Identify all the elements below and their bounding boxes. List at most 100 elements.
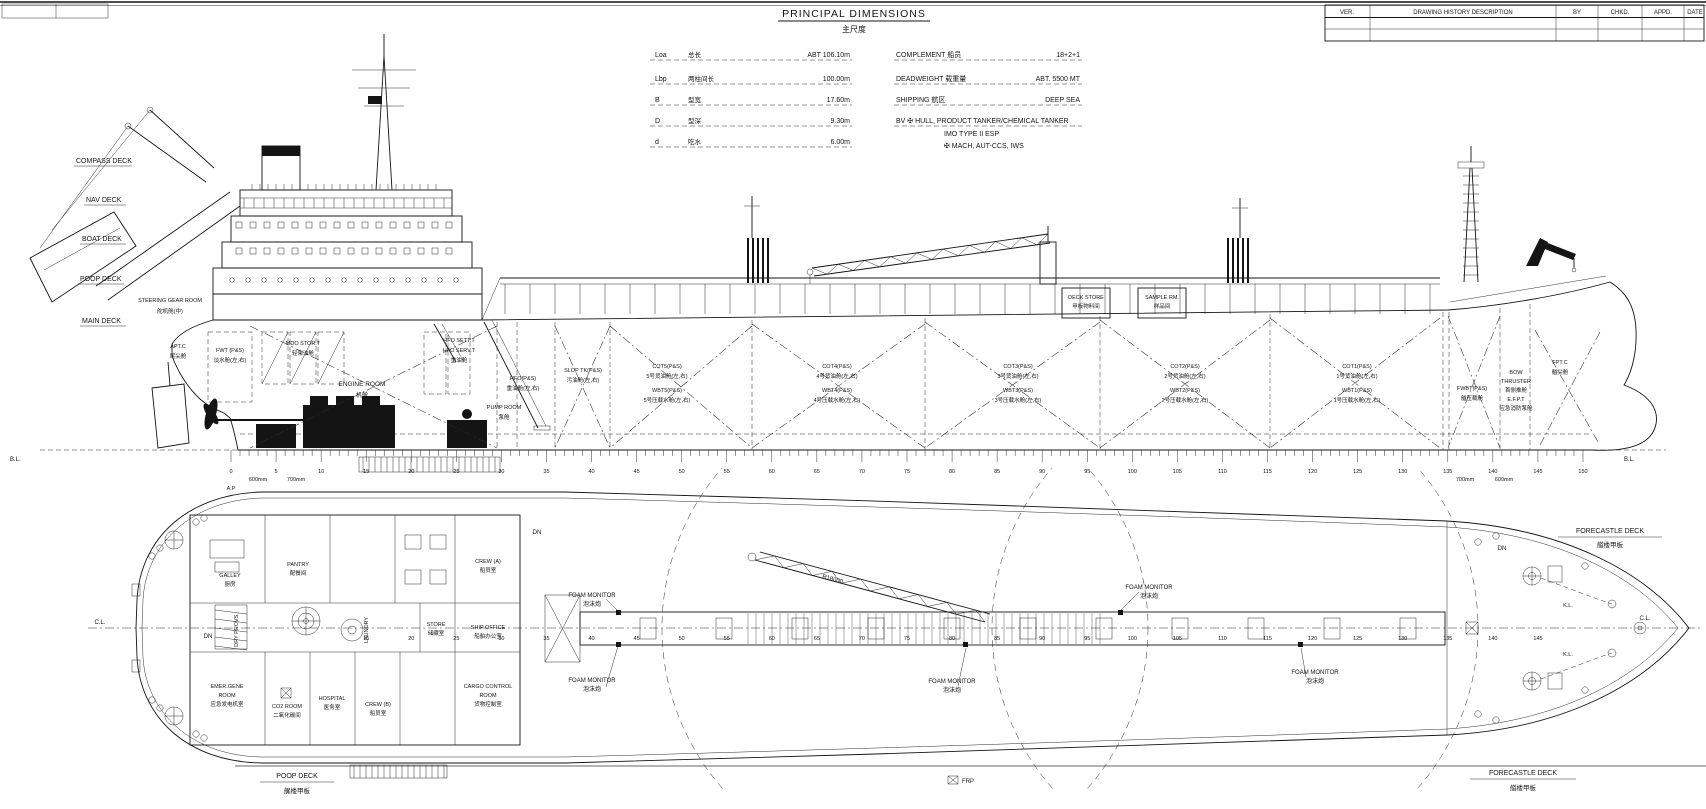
kl-label: K.L.	[1563, 603, 1573, 609]
poop-deck-title-cn: 艉楼甲板	[284, 786, 311, 795]
plan-station-number: 30	[498, 636, 504, 642]
pd-val: ABT. 5500 MT	[1036, 76, 1081, 83]
boom-lattice	[931, 248, 944, 260]
bulkheads	[496, 304, 1531, 450]
pd-title: PRINCIPAL DIMENSIONS	[782, 8, 926, 20]
station-number: 95	[1084, 469, 1090, 475]
pantry-label: PANTRY	[287, 562, 309, 568]
cot3-label-cn: 3号货油舱(左,右)	[997, 372, 1038, 380]
porthole	[357, 277, 363, 283]
foam-monitors: FOAM MONITOR 泡沫炮 FOAM MONITOR 泡沫炮 FOAM M…	[568, 585, 1339, 694]
station-number: 65	[814, 469, 820, 475]
pd-sym: D	[655, 118, 660, 125]
foam-monitor-label-cn: 泡沫炮	[943, 686, 961, 694]
cot4-label-cn: 4号货油舱(左,右)	[816, 372, 857, 380]
forecastle-deck-title: FORECASTLE DECK	[1489, 770, 1557, 777]
apt-label: APT.C	[170, 344, 186, 350]
cot2-label: COT2(P&S)	[1170, 364, 1200, 370]
fcsle-bulwark	[1449, 275, 1607, 303]
lifeboat-and-davit	[29, 106, 241, 303]
lifeboat-ramp	[95, 191, 231, 287]
ship-office-label: SHIP OFFICE	[471, 625, 506, 631]
window	[249, 221, 257, 229]
plan-station-number: 115	[1263, 636, 1272, 642]
station-number: 85	[994, 469, 1000, 475]
foam-monitor-label: FOAM MONITOR	[568, 678, 616, 684]
plan-station-number: 40	[588, 636, 594, 642]
pd-sym: B	[655, 97, 660, 104]
stair-step	[214, 627, 248, 633]
truss-lattice	[812, 571, 832, 576]
pd-cn: 两柱间长	[688, 74, 715, 83]
pd-cn: 型宽	[688, 95, 702, 104]
fwt-label: FWT (P&S)	[216, 348, 244, 354]
efpt-label: E.F.P.T	[1507, 397, 1525, 403]
truss-lattice	[783, 563, 804, 568]
plan-station-number: 100	[1128, 636, 1137, 642]
window	[375, 247, 383, 255]
steering-gear-label: STEERING GEAR ROOM	[138, 298, 202, 304]
crew-a-label-cn: 船员室	[480, 566, 497, 574]
store-label-cn: 储藏室	[428, 629, 445, 637]
rev-col-ver: VER.	[1340, 10, 1354, 16]
hfo-ps-label: HFO(P&S)	[510, 376, 536, 382]
engine-room-machinery	[256, 396, 487, 448]
boom-lattice	[879, 256, 891, 267]
galley-label-cn: 厨房	[224, 580, 236, 588]
window	[389, 247, 397, 255]
revision-table: VER. DRAWING HISTORY DESCRIPTION BY CHKD…	[1324, 4, 1705, 42]
wbt5-label: WBT5(P&S)	[652, 388, 682, 394]
slop-label: SLOP TK(P&S)	[564, 368, 602, 374]
window	[417, 247, 425, 255]
co2-room-label: CO2 ROOM	[272, 704, 302, 710]
rev-col-date: DATE	[1687, 10, 1703, 16]
tank-boxes	[207, 331, 471, 403]
station-number: 90	[1039, 469, 1045, 475]
tank-hatch	[1323, 617, 1341, 640]
pd-label: COMPLEMENT 船员	[896, 50, 961, 59]
aux-machinery	[256, 424, 296, 448]
cargo-trunk-plan	[579, 611, 1446, 646]
foam-monitor-label-cn: 泡沫炮	[583, 685, 601, 693]
hull-outline	[171, 281, 1657, 451]
porthole	[437, 277, 443, 283]
gangway-stowed-top	[358, 456, 501, 473]
porthole	[405, 277, 411, 283]
cot5-label-cn: 5号货油舱(左,右)	[646, 372, 687, 380]
deck-store-label-cn: 甲板物料间	[1072, 302, 1100, 310]
porthole	[325, 277, 331, 283]
truss-lattice	[975, 609, 986, 623]
hose-crane	[806, 226, 1057, 285]
fpt-label: FPT.C	[1552, 360, 1567, 366]
apt-label-cn: 尾尖舱	[170, 352, 187, 360]
plan-station-number: 25	[453, 636, 459, 642]
tank-hatch	[867, 617, 885, 640]
pd-cn: 型深	[688, 116, 702, 125]
pd-val: DEEP SEA	[1045, 97, 1080, 104]
fwbt-label: FWBT(P&S)	[1457, 386, 1487, 392]
foam-monitor-label-cn: 泡沫炮	[583, 600, 601, 608]
station-number: 145	[1533, 469, 1542, 475]
boom-lattice	[958, 245, 970, 256]
truss-lattice	[860, 578, 871, 592]
station-number: 0	[229, 469, 232, 475]
truss-lattice	[898, 594, 919, 599]
tank-hatch	[1399, 617, 1417, 640]
frame-spacing-left-1: 600mm	[249, 477, 268, 483]
hfo-ps-label-cn: 重油舱(左,右)	[507, 384, 540, 392]
foremast	[1457, 146, 1485, 283]
plan-station-number: 125	[1353, 636, 1362, 642]
window	[403, 221, 411, 229]
plan-station-number: 45	[634, 636, 640, 642]
steering-gear-label-cn: 舵机舱(中)	[157, 307, 183, 315]
tank-hatch	[1095, 617, 1113, 640]
truss-lattice	[917, 594, 928, 607]
superstructure	[212, 145, 483, 321]
rev-col-desc: DRAWING HISTORY DESCRIPTION	[1413, 10, 1512, 16]
pump-room-label: PUMP ROOM	[487, 405, 522, 411]
deck-store-label: DECK STORE	[1068, 295, 1104, 301]
sheet-frame	[0, 1, 1706, 767]
plan-station-number: 65	[814, 636, 820, 642]
dry-provs-label: DRY PROVS.	[234, 613, 240, 647]
station-number: 75	[904, 469, 910, 475]
